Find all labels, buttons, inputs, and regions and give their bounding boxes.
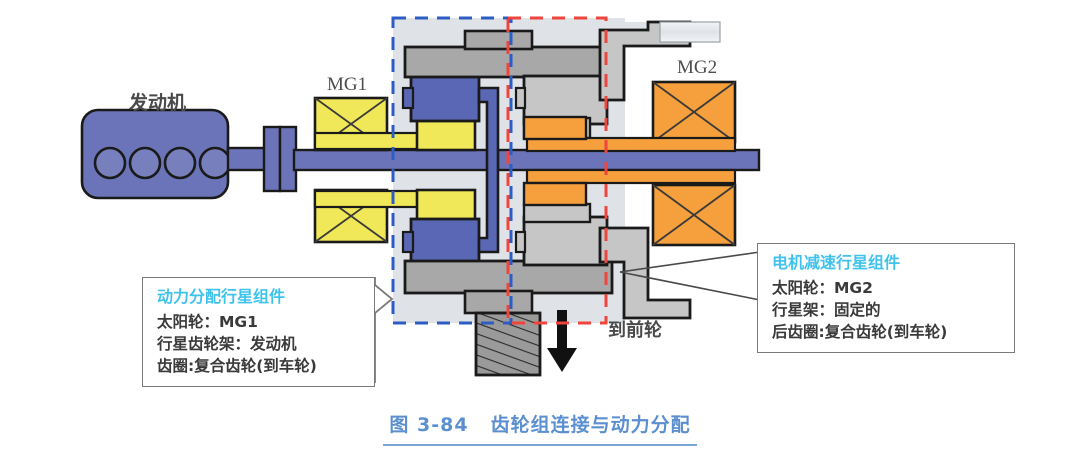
damper-clutch: [262, 125, 298, 193]
callout-power-split-title: 动力分配行星组件: [157, 287, 286, 306]
figure-caption-number: 图 3-84: [389, 414, 469, 436]
callout-power-split: 动力分配行星组件 太阳轮：MG1 行星齿轮架：发动机 齿圈:复合齿轮(到车轮): [142, 277, 375, 387]
callout-power-split-line-2: 行星齿轮架：发动机: [157, 335, 297, 353]
callout-motor-reduction-line-1: 太阳轮：MG2: [772, 279, 873, 297]
sun-gear-mg1-bottom: [401, 217, 481, 266]
engine-label: 发动机: [129, 92, 187, 114]
main-shaft: [292, 148, 761, 172]
mg2-stator-bottom: [651, 183, 737, 247]
callout-motor-reduction: 电机减速行星组件 太阳轮：MG2 行星架：固定的 后齿圈:复合齿轮(到车轮): [757, 243, 1015, 353]
power-split-dashed-box: [391, 16, 513, 325]
mg2-label: MG2: [677, 57, 718, 78]
carrier-hub-bottom: [463, 289, 534, 315]
housing-top-cap: [659, 21, 721, 43]
motor-reduction-dashed-box: [506, 16, 608, 325]
mg1-rotor-block-bottom: [415, 188, 477, 224]
left-callout-leader: [374, 277, 394, 383]
mg1-label: MG1: [327, 74, 368, 95]
carrier-hub-top: [463, 29, 534, 51]
engine-output-shaft: [226, 146, 268, 172]
callout-motor-reduction-line-2: 行星架：固定的: [772, 301, 881, 319]
figure-caption-text: 图 3-84 齿轮组连接与动力分配: [383, 410, 697, 446]
callout-power-split-line-1: 太阳轮：MG1: [157, 313, 258, 331]
figure-caption-title: 齿轮组连接与动力分配: [490, 414, 691, 436]
fixed-ring-bracket-bottom: [598, 226, 692, 320]
mg1-rotor-block-top: [415, 116, 477, 152]
callout-motor-reduction-line-3: 后齿圈:复合齿轮(到车轮): [772, 323, 948, 341]
mg2-rotor-bars: [525, 136, 737, 185]
engine-block: [80, 108, 232, 200]
mg2-stator-top: [651, 80, 737, 144]
sun-gear-mg1-top: [401, 74, 481, 123]
sun-gear-web: [477, 86, 500, 254]
callout-motor-reduction-title: 电机减速行星组件: [772, 253, 901, 272]
output-down-arrow: [547, 310, 577, 372]
mg2-rotor-block-top: [522, 115, 588, 141]
right-callout-leader: [619, 251, 761, 301]
figure-caption: 图 3-84 齿轮组连接与动力分配: [0, 410, 1080, 446]
mg2-carrier-bottom: [514, 202, 609, 267]
to-front-wheels-label: 到前轮: [608, 320, 662, 341]
callout-power-split-line-3: 齿圈:复合齿轮(到车轮): [157, 357, 317, 375]
mg2-rotor-block-bottom: [522, 181, 588, 207]
